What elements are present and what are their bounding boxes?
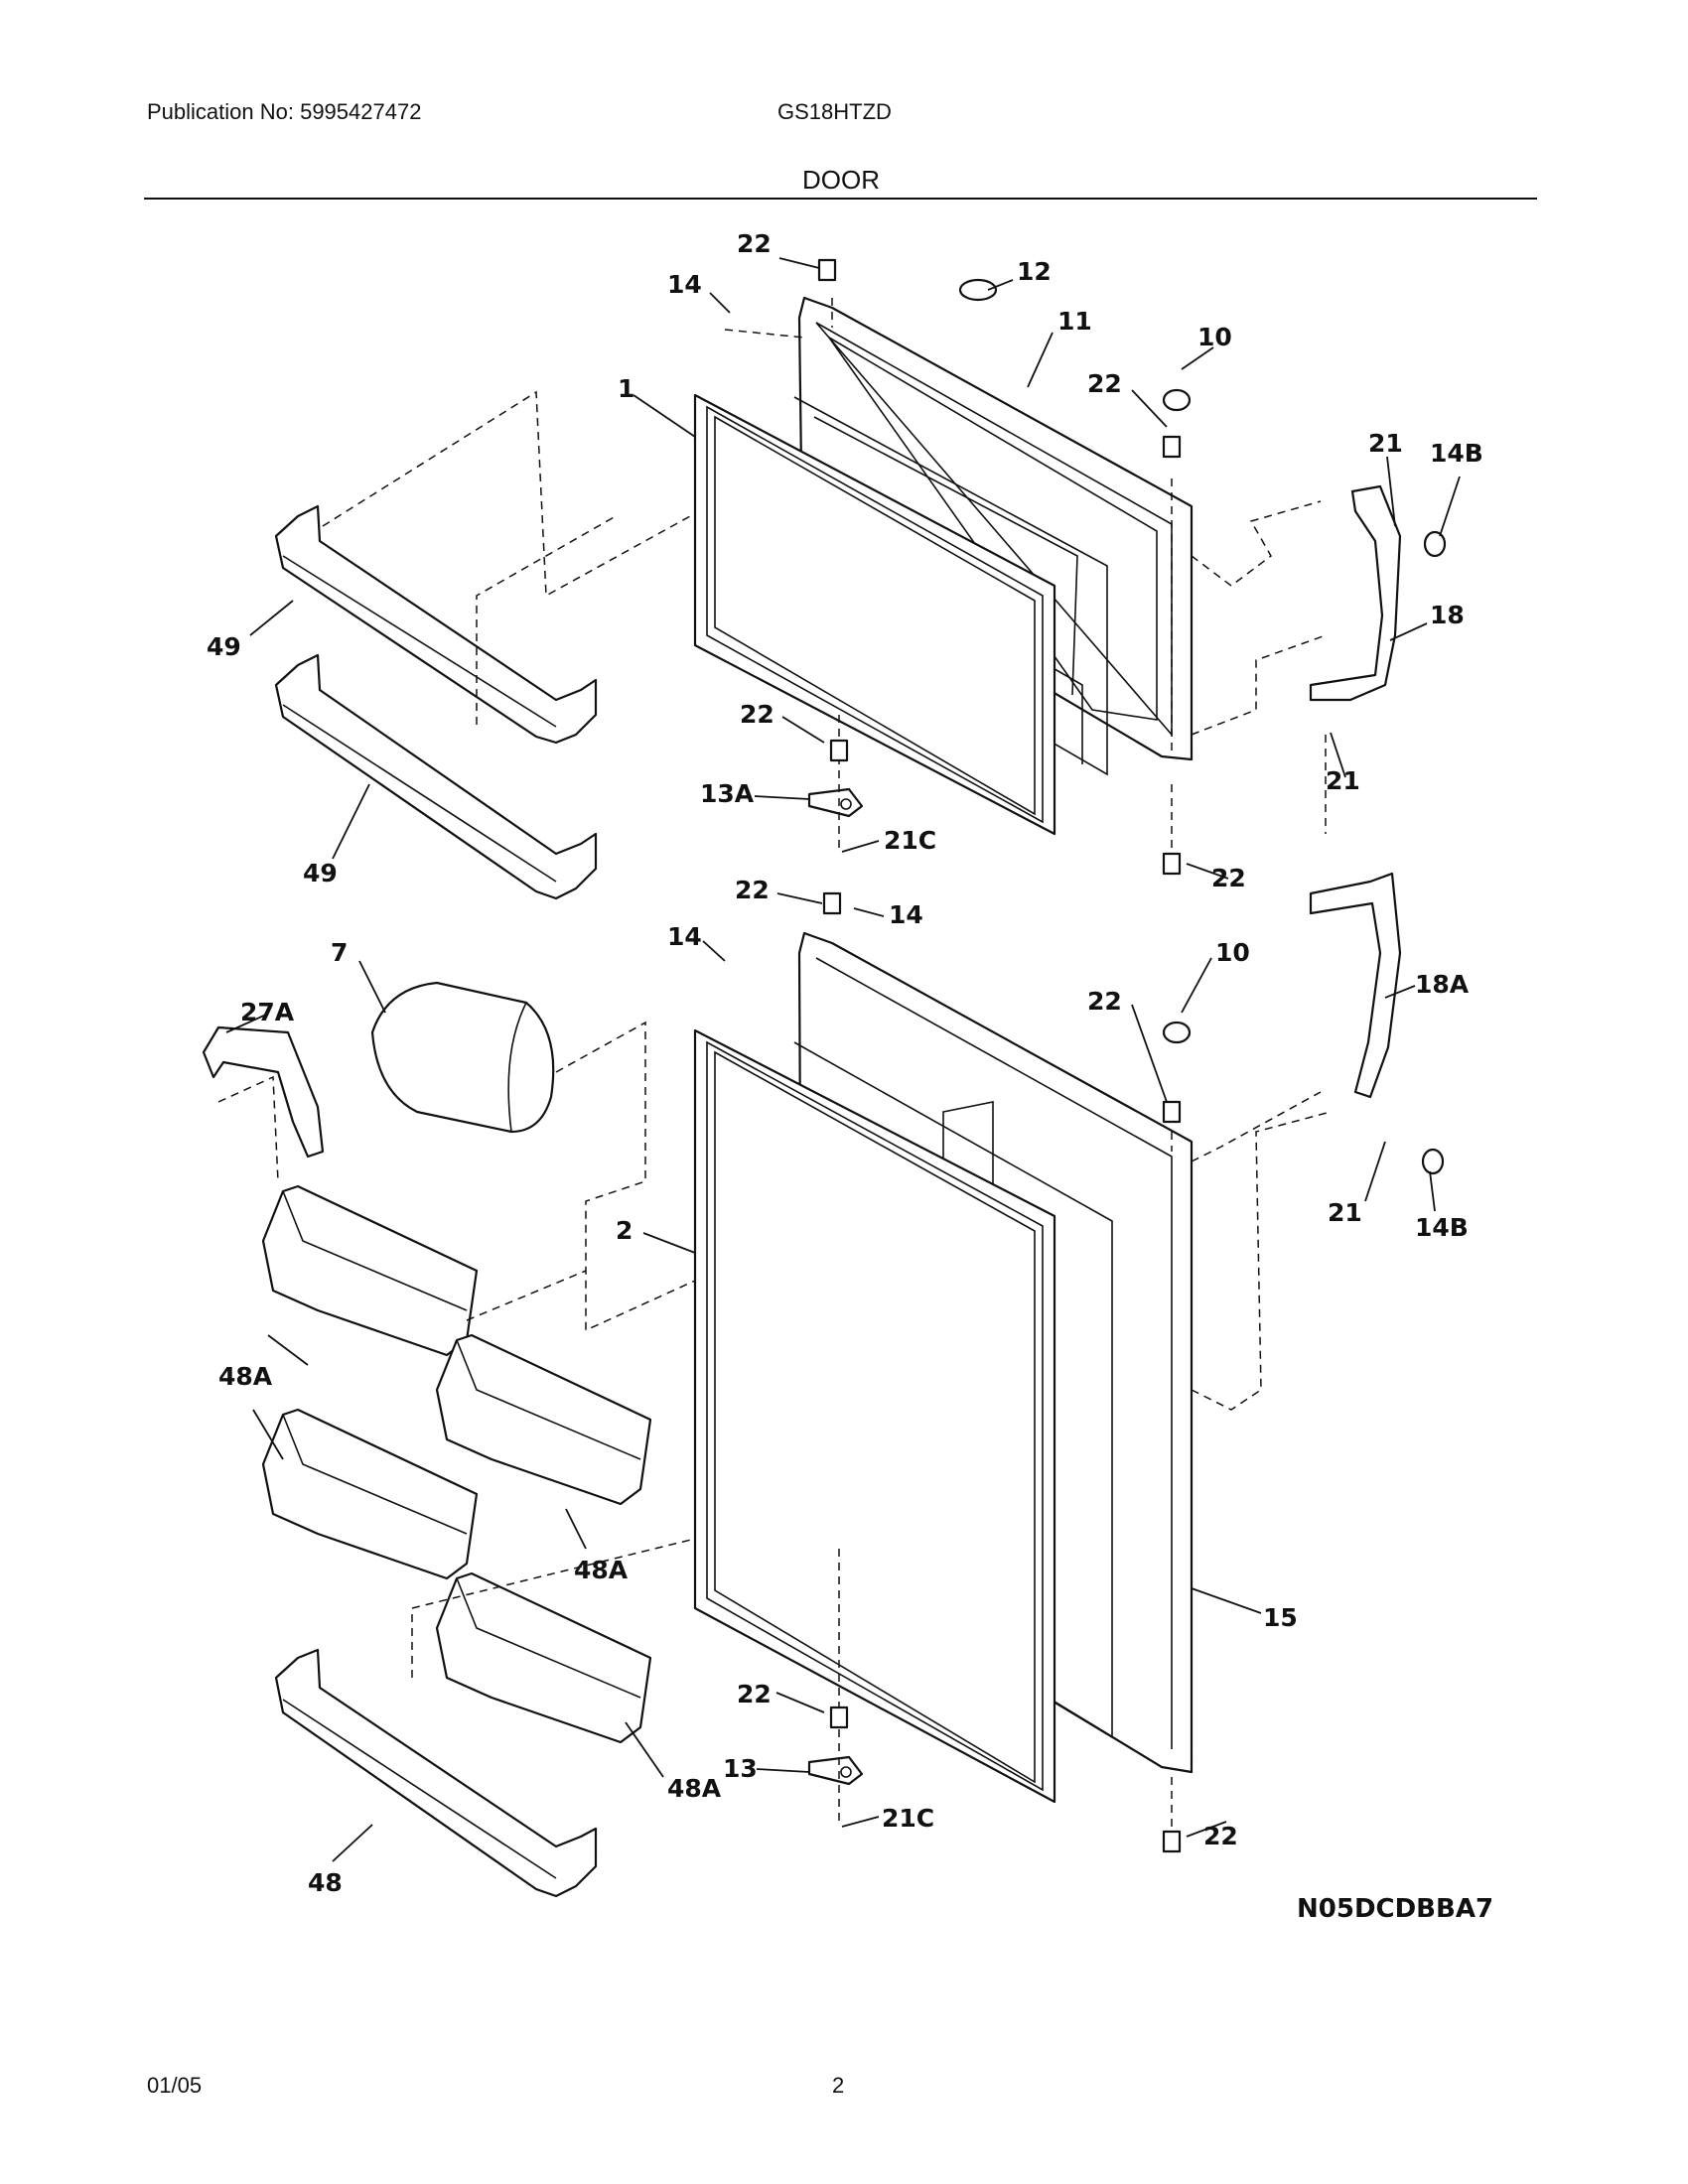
diagram-code: N05DCDBBA7 bbox=[1297, 1894, 1494, 1924]
callout-15: 15 bbox=[1263, 1603, 1298, 1632]
callout-48a-b: 48A bbox=[574, 1556, 629, 1584]
hinge-13 bbox=[807, 1755, 864, 1786]
door-bin-48a-2 bbox=[435, 1333, 652, 1506]
callout-48a-a: 48A bbox=[218, 1362, 273, 1391]
hardware-screws bbox=[817, 258, 1447, 1853]
dairy-door-27a bbox=[202, 1025, 325, 1159]
callout-22-c: 22 bbox=[740, 700, 774, 729]
leader-lines bbox=[225, 257, 1461, 1862]
callout-10-b: 10 bbox=[1215, 938, 1250, 967]
callout-1: 1 bbox=[618, 374, 634, 403]
callout-22-f: 22 bbox=[1087, 987, 1122, 1016]
footer-date: 01/05 bbox=[147, 2073, 203, 2098]
callout-14-b: 14 bbox=[889, 900, 923, 929]
callout-21-c: 21 bbox=[1328, 1198, 1362, 1227]
callout-18: 18 bbox=[1430, 601, 1465, 629]
callout-49-b: 49 bbox=[303, 859, 338, 887]
callout-12: 12 bbox=[1017, 257, 1052, 286]
callout-7: 7 bbox=[331, 938, 348, 967]
handle-18 bbox=[1309, 484, 1402, 702]
callout-21-a: 21 bbox=[1368, 429, 1403, 458]
callout-22-a: 22 bbox=[737, 229, 772, 258]
door-shelf-49-upper bbox=[274, 504, 598, 745]
callout-11: 11 bbox=[1057, 307, 1092, 336]
door-bin-48a-4 bbox=[435, 1571, 652, 1744]
callout-13a: 13A bbox=[700, 779, 755, 808]
callout-48: 48 bbox=[308, 1868, 343, 1897]
callout-14b-a: 14B bbox=[1430, 439, 1483, 468]
callout-22-e: 22 bbox=[735, 876, 770, 904]
door-bin-48a-3 bbox=[261, 1408, 479, 1580]
handle-18a bbox=[1309, 872, 1402, 1099]
door-bin-48a-1 bbox=[261, 1184, 479, 1357]
callout-22-b: 22 bbox=[1087, 369, 1122, 398]
callout-2: 2 bbox=[616, 1216, 633, 1245]
dairy-bin-7 bbox=[370, 981, 555, 1134]
callout-10-a: 10 bbox=[1197, 323, 1232, 351]
assembly-lines bbox=[217, 298, 1332, 1832]
door-shelf-49-lower bbox=[274, 653, 598, 900]
page-number: 2 bbox=[832, 2073, 845, 2098]
callout-13: 13 bbox=[723, 1754, 758, 1783]
callout-18a: 18A bbox=[1415, 970, 1470, 999]
door-shelf-48 bbox=[274, 1648, 598, 1898]
callout-22-g: 22 bbox=[737, 1680, 772, 1708]
callout-21c-a: 21C bbox=[884, 826, 936, 855]
section-title: DOOR bbox=[802, 165, 880, 195]
model-number: GS18HTZD bbox=[777, 99, 892, 124]
callout-27a: 27A bbox=[240, 998, 295, 1026]
callout-22-d: 22 bbox=[1211, 864, 1246, 892]
header-rule bbox=[144, 198, 1537, 200]
freezer-door-gasket bbox=[693, 393, 1056, 836]
publication-number: Publication No: 5995427472 bbox=[147, 99, 422, 124]
callout-labels: 22 14 12 11 10 22 1 21 14B 18 49 49 22 1… bbox=[207, 229, 1483, 1897]
callout-22-h: 22 bbox=[1203, 1822, 1238, 1850]
callout-21c-b: 21C bbox=[882, 1804, 934, 1833]
callout-14-c: 14 bbox=[667, 922, 702, 951]
callout-14-a: 14 bbox=[667, 270, 702, 299]
callout-14b-b: 14B bbox=[1415, 1213, 1469, 1242]
fresh-food-door-gasket bbox=[693, 1028, 1056, 1804]
hinge-13a bbox=[807, 787, 864, 818]
callout-48a-c: 48A bbox=[667, 1774, 722, 1803]
callout-21-b: 21 bbox=[1326, 766, 1360, 795]
callout-49-a: 49 bbox=[207, 632, 241, 661]
